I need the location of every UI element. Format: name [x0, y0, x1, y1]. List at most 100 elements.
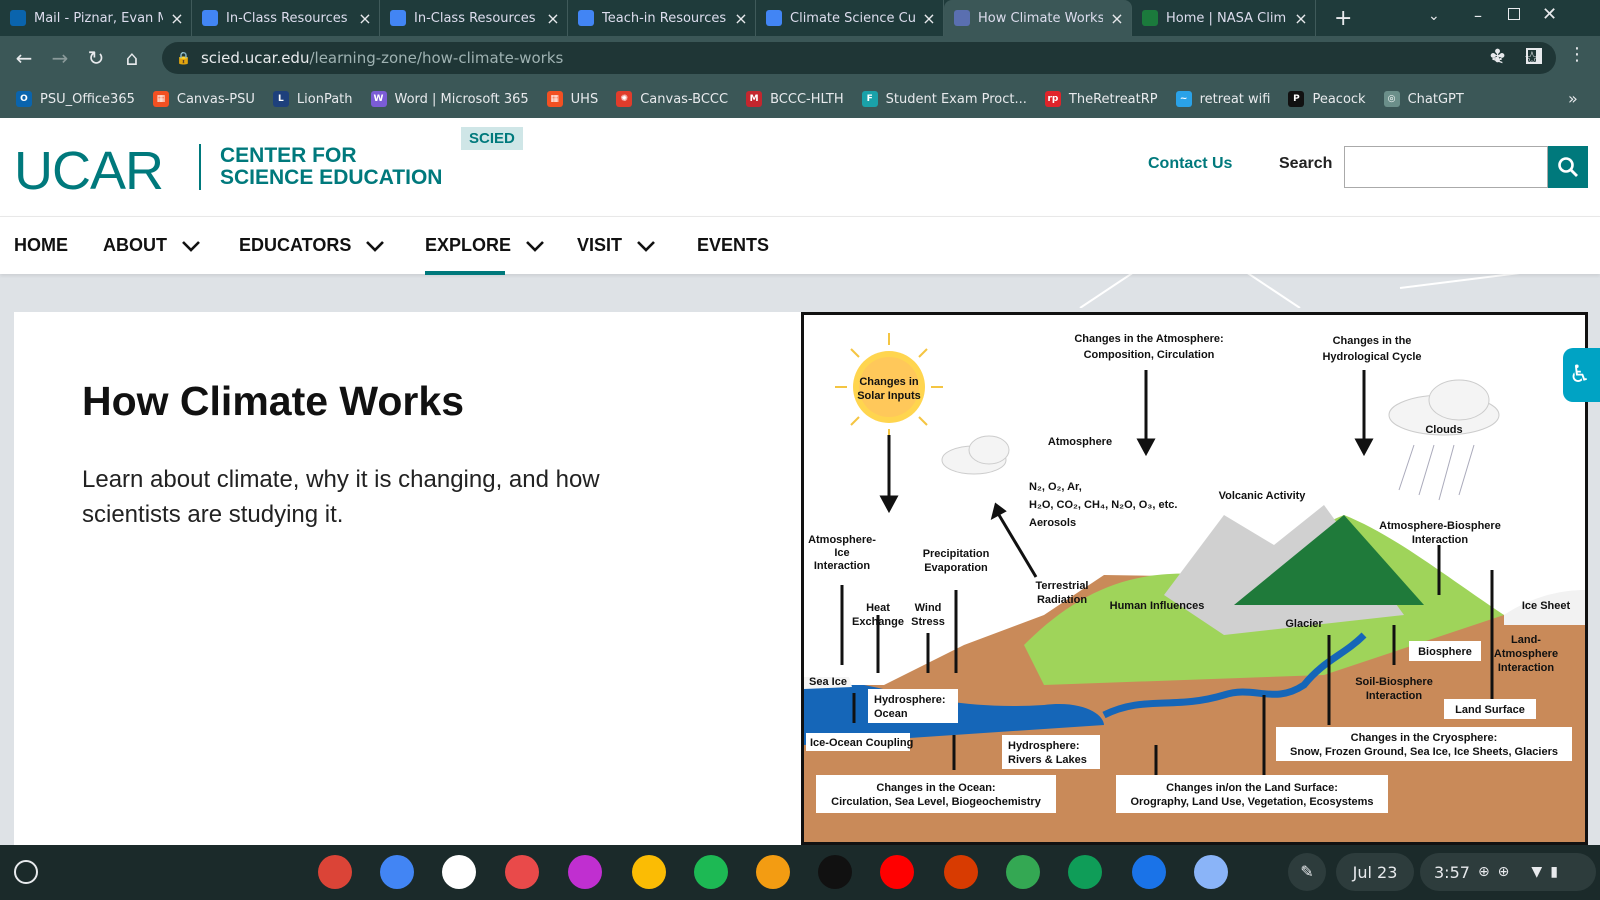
- contact-us-link[interactable]: Contact Us: [1148, 155, 1233, 172]
- menu-icon[interactable]: ⋮: [1568, 44, 1586, 65]
- calendar-icon[interactable]: [380, 855, 414, 889]
- terrestrial-label-1: Terrestrial: [1036, 580, 1089, 592]
- browser-tab[interactable]: In-Class Resources×: [380, 0, 568, 36]
- page-title: How Climate Works: [82, 378, 464, 424]
- bookmark-item[interactable]: ▦Canvas-PSU: [152, 91, 255, 107]
- hydro-ocean-label-1: Hydrosphere:: [874, 694, 946, 706]
- browser-tab[interactable]: Home | NASA Clim×: [1132, 0, 1316, 36]
- tab-strip: Mail - Piznar, Evan M×In-Class Resources…: [0, 0, 1600, 36]
- window-icon[interactable]: [1194, 855, 1228, 889]
- docs-icon: [202, 10, 218, 26]
- bookmark-label: Peacock: [1312, 91, 1366, 107]
- spotify-icon[interactable]: [694, 855, 728, 889]
- atm-bio-label-2: Interaction: [1412, 534, 1469, 546]
- side-panel-icon[interactable]: [1526, 48, 1542, 64]
- browser-tab[interactable]: How Climate Works ×: [944, 0, 1132, 36]
- bookmark-favicon-icon: rp: [1044, 91, 1061, 107]
- maximize-button[interactable]: [1508, 8, 1520, 20]
- play-store-icon[interactable]: [1006, 855, 1040, 889]
- os-taskbar: ✎ Jul 23 3:57 ⊕ ⊕ ▼ ▮: [0, 845, 1600, 900]
- close-tab-icon[interactable]: ×: [734, 8, 748, 28]
- bookmark-label: Student Exam Proct...: [885, 91, 1027, 107]
- atmos-changes-1: Changes in the Atmosphere:: [1074, 333, 1223, 345]
- sheets-icon[interactable]: [1068, 855, 1102, 889]
- tab-title: How Climate Works: [978, 10, 1103, 26]
- canvas-icon[interactable]: [505, 855, 539, 889]
- ocean-changes-2: Circulation, Sea Level, Biogeochemistry: [831, 796, 1042, 808]
- bookmark-item[interactable]: F Student Exam Proct...: [861, 91, 1027, 107]
- site-search-button[interactable]: [1548, 146, 1588, 188]
- sun-label-2: Solar Inputs: [857, 390, 921, 402]
- terrestrial-label-2: Radiation: [1037, 594, 1087, 606]
- nav-visit[interactable]: VISIT: [577, 235, 656, 256]
- forward-button[interactable]: →: [42, 46, 78, 70]
- reload-button[interactable]: ↻: [78, 46, 114, 70]
- minimize-button[interactable]: –: [1474, 6, 1482, 25]
- close-tab-icon[interactable]: ×: [546, 8, 560, 28]
- accessibility-button[interactable]: ♿: [1563, 348, 1600, 402]
- date-indicator[interactable]: Jul 23: [1336, 853, 1414, 891]
- url-path: /learning-zone/how-climate-works: [309, 49, 564, 67]
- bookmark-label: LionPath: [296, 91, 353, 107]
- status-tray[interactable]: 3:57 ⊕ ⊕ ▼ ▮: [1420, 853, 1596, 891]
- youtube-icon[interactable]: [880, 855, 914, 889]
- nav-about[interactable]: ABOUT: [103, 235, 201, 256]
- nasa-icon: [1142, 10, 1158, 26]
- bookmark-favicon-icon: F: [861, 91, 878, 107]
- nav-educators[interactable]: EDUCATORS: [239, 235, 385, 256]
- browser-tab[interactable]: In-Class Resources×: [192, 0, 380, 36]
- bookmark-favicon-icon: ◎: [1383, 91, 1400, 107]
- close-tab-icon[interactable]: ×: [170, 8, 184, 28]
- photos-icon[interactable]: [632, 855, 666, 889]
- office-icon[interactable]: [944, 855, 978, 889]
- browser-tab[interactable]: Teach-in Resources ×: [568, 0, 756, 36]
- logo-subtitle[interactable]: CENTER FOR SCIENCE EDUCATION: [220, 145, 442, 189]
- gmail-icon[interactable]: [442, 855, 476, 889]
- launcher-button[interactable]: [14, 860, 38, 884]
- bookmark-item[interactable]: ◎ChatGPT: [1383, 91, 1464, 107]
- new-tab-button[interactable]: +: [1334, 5, 1353, 31]
- tab-search-button[interactable]: ⌄: [1428, 8, 1440, 24]
- tab-title: Teach-in Resources: [602, 10, 727, 26]
- files-icon[interactable]: [1132, 855, 1166, 889]
- extensions-icon[interactable]: ✤: [1490, 46, 1506, 67]
- home-button[interactable]: ⌂: [114, 46, 150, 70]
- browser-tab[interactable]: Mail - Piznar, Evan M×: [0, 0, 192, 36]
- bookmark-item[interactable]: ✺Canvas-BCCC: [616, 91, 728, 107]
- stylus-button[interactable]: ✎: [1288, 853, 1326, 891]
- bookmark-favicon-icon: O: [16, 91, 32, 107]
- art-icon[interactable]: [568, 855, 602, 889]
- ocean-changes-1: Changes in the Ocean:: [876, 782, 995, 794]
- back-button[interactable]: ←: [6, 46, 42, 70]
- netflix-icon[interactable]: [818, 855, 852, 889]
- chevron-down-icon: [366, 240, 385, 252]
- hydro-changes-1: Changes in the: [1333, 335, 1412, 347]
- close-tab-icon[interactable]: ×: [922, 8, 936, 28]
- browser-tab[interactable]: Climate Science Cu×: [756, 0, 944, 36]
- close-tab-icon[interactable]: ×: [1110, 8, 1124, 28]
- nav-explore[interactable]: EXPLORE: [425, 235, 545, 256]
- clock: 3:57: [1434, 862, 1470, 882]
- ucar-logo[interactable]: UCAR: [14, 141, 164, 201]
- grammarly-icon[interactable]: [756, 855, 790, 889]
- chevron-down-icon: [526, 240, 544, 252]
- close-tab-icon[interactable]: ×: [1294, 8, 1308, 28]
- nav-events[interactable]: EVENTS: [697, 235, 769, 256]
- address-bar[interactable]: 🔒 scied.ucar.edu/learning-zone/how-clima…: [162, 42, 1556, 74]
- site-search-input[interactable]: [1344, 146, 1548, 188]
- bookmark-item[interactable]: ~retreat wifi: [1175, 91, 1270, 107]
- chrome-icon[interactable]: [318, 855, 352, 889]
- nav-home[interactable]: HOME: [14, 235, 68, 256]
- close-window-button[interactable]: ✕: [1542, 4, 1558, 25]
- bookmarks-more-button[interactable]: »: [1568, 89, 1578, 108]
- bookmark-item[interactable]: ▦UHS: [546, 91, 598, 107]
- close-tab-icon[interactable]: ×: [358, 8, 372, 28]
- share-icon[interactable]: ⋖: [1490, 48, 1504, 68]
- atm-ice-label-3: Interaction: [814, 560, 871, 572]
